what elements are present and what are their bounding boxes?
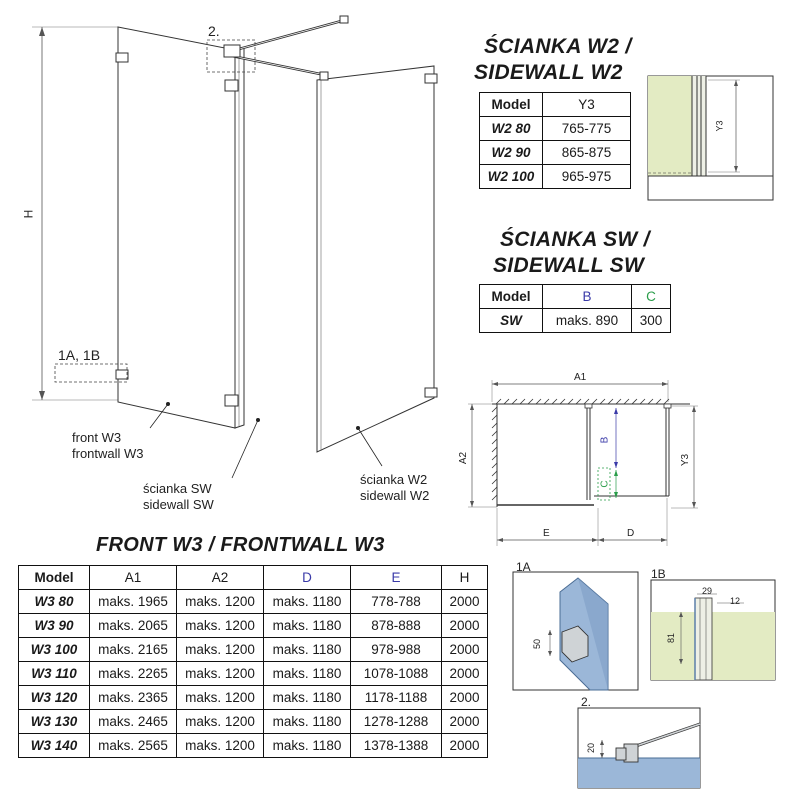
cell-model: W3 140 (18, 733, 90, 758)
cell-d: maks. 1180 (263, 661, 351, 686)
cell-h: 2000 (441, 613, 488, 638)
detail-2-dim: 20 (586, 742, 597, 754)
table-row: W3 110 maks. 2265 maks. 1200 maks. 1180 … (18, 661, 488, 686)
cell-model: W3 90 (18, 613, 90, 638)
w2-title-line1: ŚCIANKA W2 / (484, 35, 632, 58)
cell-y3: 965-975 (542, 164, 631, 189)
cell-a2: maks. 1200 (176, 709, 264, 734)
cell-a1: maks. 2565 (89, 733, 177, 758)
plan-e-label: E (543, 528, 550, 539)
cell-a1: maks. 1965 (89, 589, 177, 614)
cell-a2: maks. 1200 (176, 613, 264, 638)
cell-a2: maks. 1200 (176, 589, 264, 614)
cell-d: maks. 1180 (263, 733, 351, 758)
w2-title-line2: SIDEWALL W2 (474, 61, 623, 84)
callout-sw-line2: sidewall SW (143, 497, 214, 512)
callout-front-line1: front W3 (72, 430, 122, 445)
header-model: Model (479, 92, 543, 117)
header-model: Model (479, 284, 543, 309)
detail-1b-dim-top-a: 29 (702, 586, 713, 596)
detail-2-marker: 2. (208, 23, 220, 39)
w3-title: FRONT W3 / FRONTWALL W3 (96, 534, 385, 556)
plan-d-label: D (627, 528, 635, 539)
callout-sidewall-sw: ścianka SW sidewall SW (143, 481, 214, 513)
cell-a2: maks. 1200 (176, 661, 264, 686)
table-header-row: Model Y3 (479, 92, 631, 117)
table-header-row: Model B C (479, 284, 671, 309)
table-row: W3 90 maks. 2065 maks. 1200 maks. 1180 8… (18, 613, 488, 638)
sw-title-line2: SIDEWALL SW (493, 254, 645, 277)
cell-d: maks. 1180 (263, 637, 351, 662)
cell-a2: maks. 1200 (176, 637, 264, 662)
w3-table: Model A1 A2 D E H W3 80 maks. 1965 maks.… (18, 565, 488, 758)
sw-title-line1: ŚCIANKA SW / (500, 228, 650, 251)
header-h: H (441, 565, 488, 590)
cell-c: 300 (631, 308, 671, 333)
callout-front-w3: front W3 frontwall W3 (72, 430, 144, 462)
detail-1b-dim-top-b: 12 (730, 596, 741, 606)
cell-a1: maks. 2465 (89, 709, 177, 734)
header-d: D (263, 565, 351, 590)
table-row: W3 140 maks. 2565 maks. 1200 maks. 1180 … (18, 733, 488, 758)
cell-e: 878-888 (350, 613, 442, 638)
cell-model: W3 110 (18, 661, 90, 686)
cell-h: 2000 (441, 637, 488, 662)
table-row: W3 130 maks. 2465 maks. 1200 maks. 1180 … (18, 709, 488, 734)
header-a1: A1 (89, 565, 177, 590)
header-model: Model (18, 565, 90, 590)
cell-e: 1178-1188 (350, 685, 442, 710)
table-row: W2 100 965-975 (479, 164, 631, 189)
cell-d: maks. 1180 (263, 613, 351, 638)
cell-b: maks. 890 (542, 308, 632, 333)
cell-e: 1378-1388 (350, 733, 442, 758)
plan-a1-label: A1 (574, 372, 587, 383)
cell-model: W3 120 (18, 685, 90, 710)
header-e: E (350, 565, 442, 590)
header-c: C (631, 284, 671, 309)
table-row: SW maks. 890 300 (479, 308, 671, 333)
callout-sw-line1: ścianka SW (143, 481, 212, 496)
cell-a2: maks. 1200 (176, 733, 264, 758)
callout-sidewall-w2: ścianka W2 sidewall W2 (360, 472, 429, 504)
w2-table: Model Y3 W2 80 765-775 W2 90 865-875 W2 … (479, 92, 631, 189)
cell-h: 2000 (441, 661, 488, 686)
detail-1a-label: 1A (516, 560, 531, 574)
cell-h: 2000 (441, 709, 488, 734)
callout-w2-line1: ścianka W2 (360, 472, 428, 487)
cell-e: 978-988 (350, 637, 442, 662)
cell-d: maks. 1180 (263, 589, 351, 614)
table-row: W3 100 maks. 2165 maks. 1200 maks. 1180 … (18, 637, 488, 662)
detail-1b-label: 1B (651, 567, 666, 581)
cell-h: 2000 (441, 589, 488, 614)
callout-front-line2: frontwall W3 (72, 446, 144, 461)
detail-1a1b-marker: 1A, 1B (58, 347, 101, 363)
cell-e: 1078-1088 (350, 661, 442, 686)
table-header-row: Model A1 A2 D E H (18, 565, 488, 590)
cell-h: 2000 (441, 733, 488, 758)
table-row: W2 90 865-875 (479, 140, 631, 165)
callout-w2-line2: sidewall W2 (360, 488, 430, 503)
cell-model: W2 80 (479, 116, 543, 141)
cell-d: maks. 1180 (263, 709, 351, 734)
detail-2-label: 2. (581, 695, 592, 709)
cell-model: SW (479, 308, 543, 333)
cell-model: W2 100 (479, 164, 543, 189)
cell-a1: maks. 2165 (89, 637, 177, 662)
sw-table: Model B C SW maks. 890 300 (479, 284, 671, 333)
